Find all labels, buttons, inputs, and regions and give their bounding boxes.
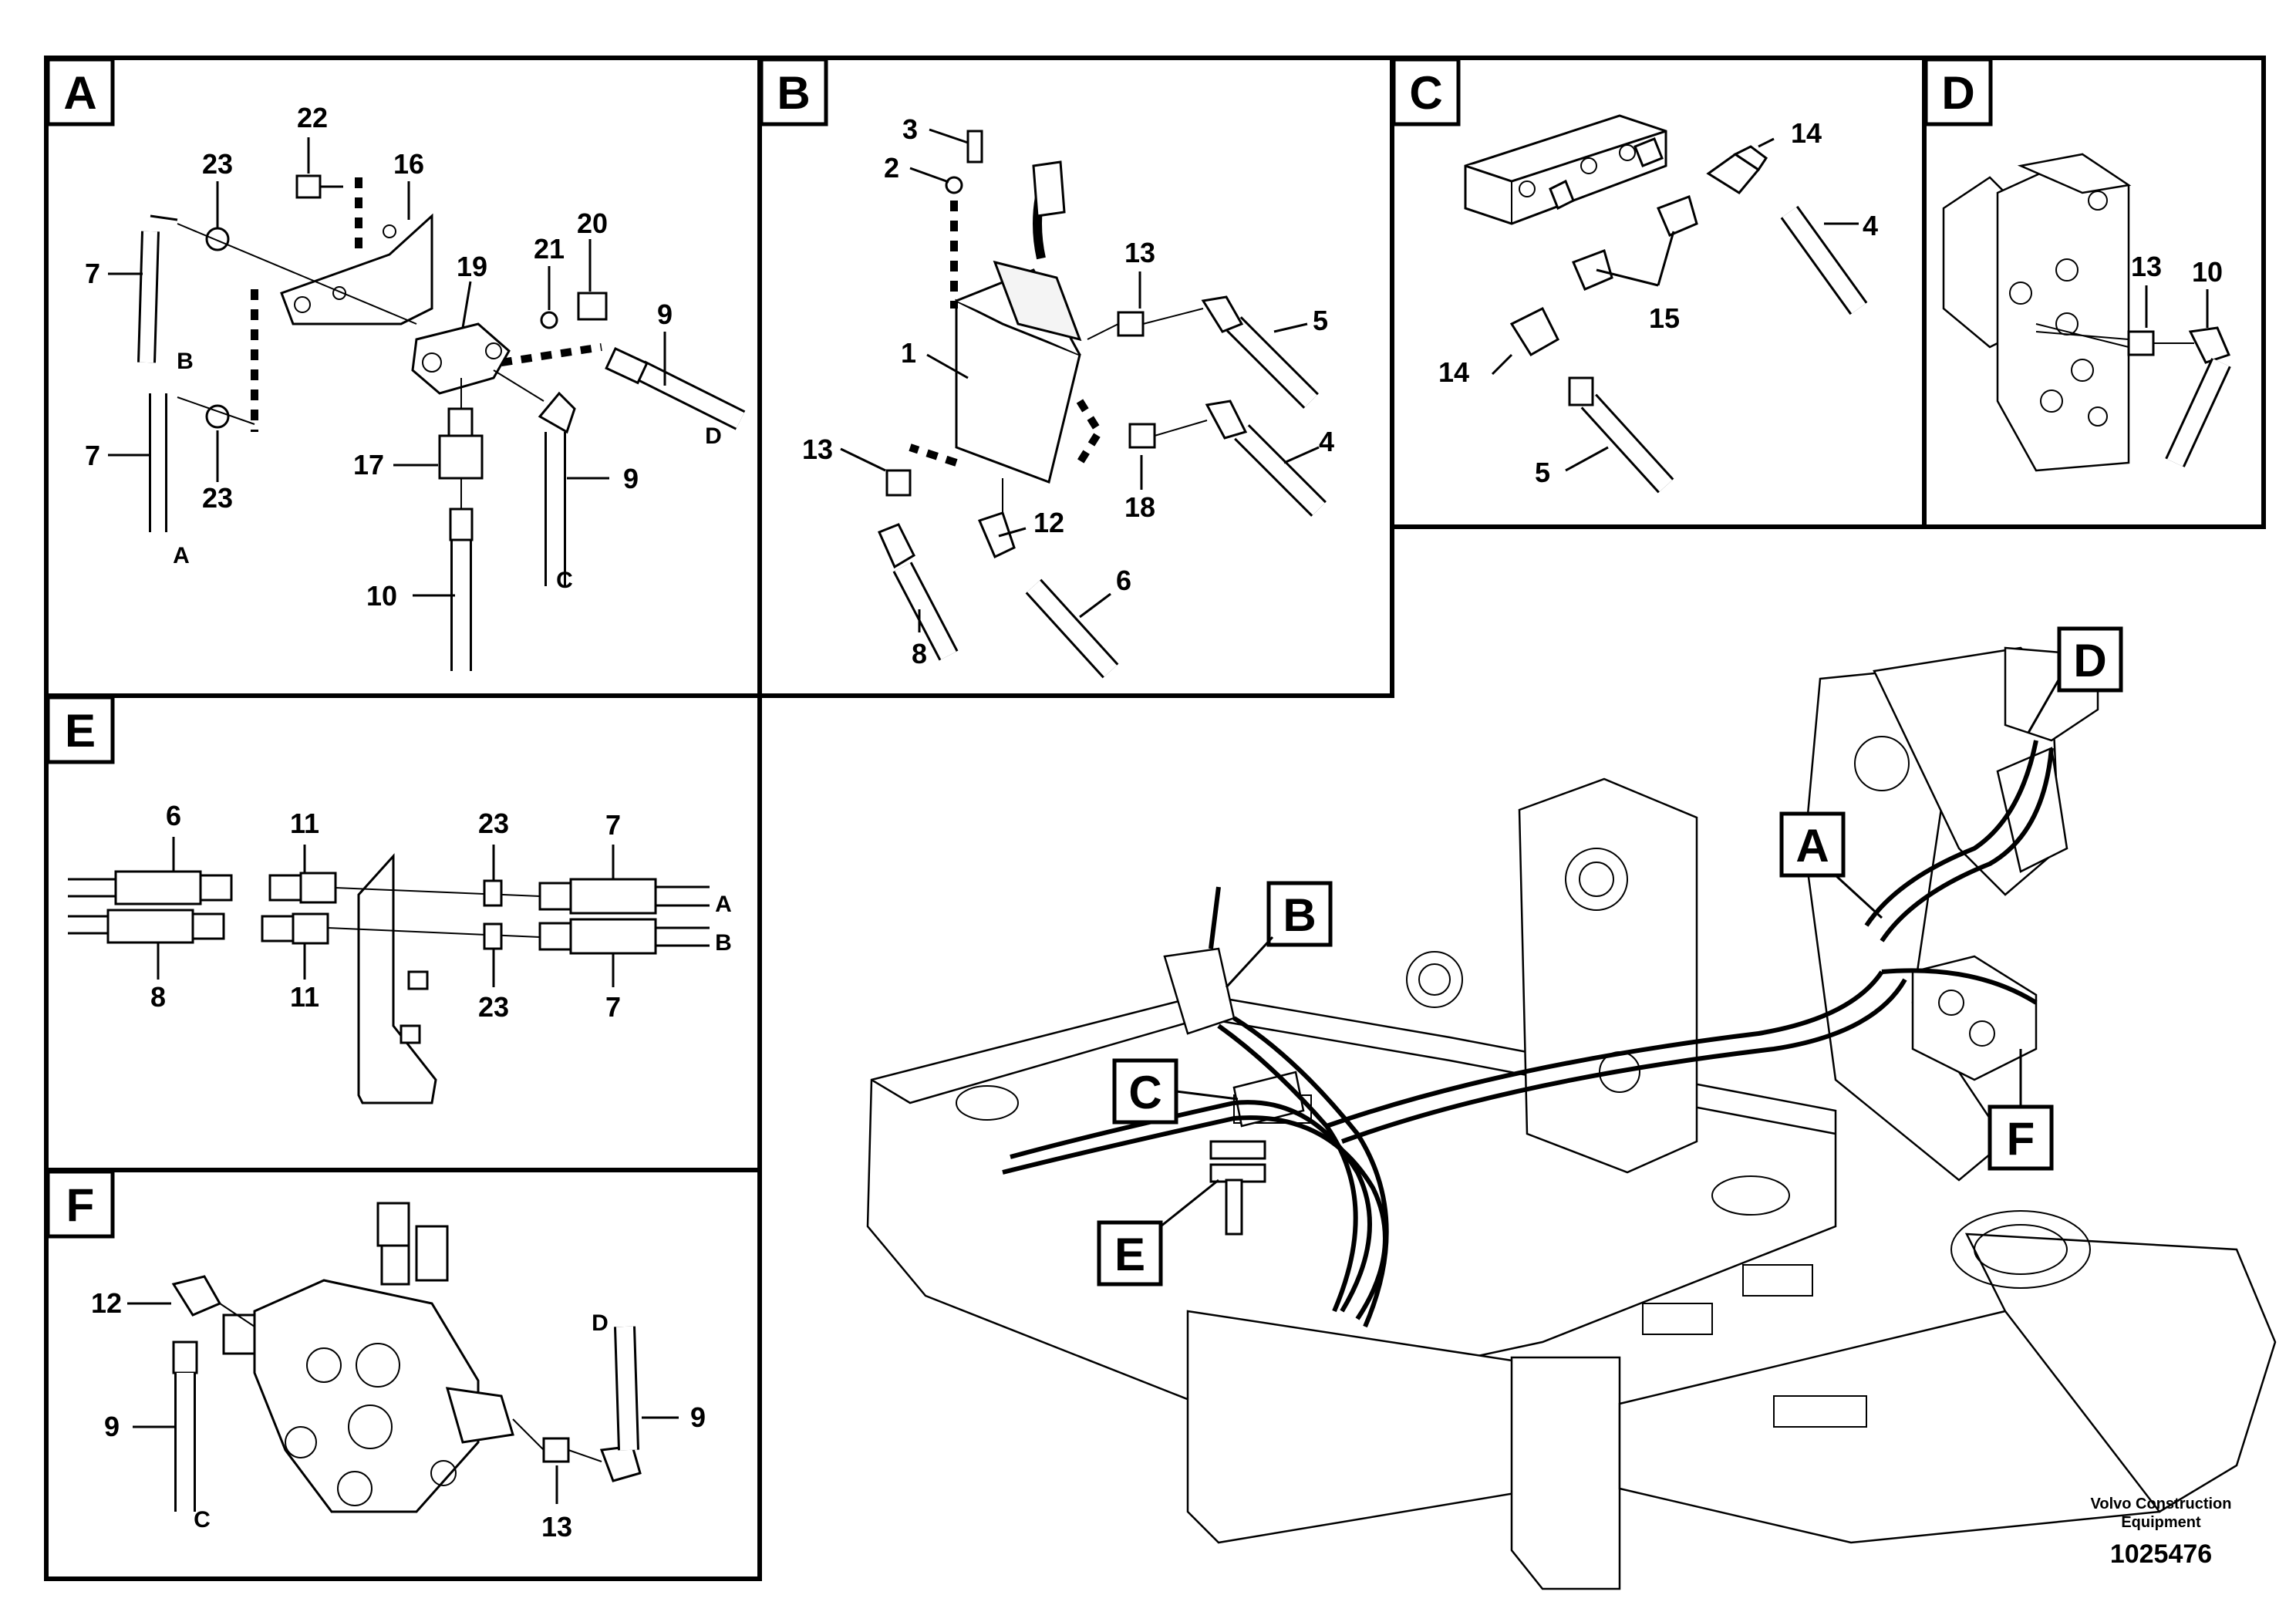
callout-b-4: 4: [1319, 426, 1334, 457]
drawing-number: 1025476: [2110, 1539, 2212, 1569]
callout-d-13: 13: [2131, 251, 2162, 282]
callout-c-14-left: 14: [1438, 356, 1469, 388]
callout-e-8: 8: [150, 981, 166, 1013]
callout-b-2: 2: [884, 152, 899, 184]
callout-a-7-lower: 7: [85, 440, 100, 471]
callout-b-18: 18: [1124, 491, 1155, 523]
brand-line-1: Volvo Construction: [2091, 1496, 2232, 1512]
callout-e-23-top: 23: [478, 808, 509, 839]
callout-e-23-bottom: 23: [478, 991, 509, 1023]
callout-a-22: 22: [297, 102, 328, 133]
overview-callout-f: F: [2007, 1113, 2035, 1165]
end-e-b: B: [715, 930, 732, 956]
panel-f: F 12 9 9 13 C D: [46, 1169, 706, 1543]
callout-a-9-top: 9: [657, 298, 673, 330]
callout-f-9-left: 9: [104, 1411, 120, 1442]
callout-a-23-lower: 23: [202, 482, 233, 514]
overview-callout-c: C: [1128, 1067, 1161, 1118]
end-a-a: A: [173, 543, 190, 568]
panel-a-letter: A: [63, 67, 96, 119]
end-a-d: D: [705, 423, 722, 449]
callout-a-23: 23: [202, 148, 233, 180]
panel-c-letter: C: [1409, 67, 1442, 119]
callout-f-13: 13: [541, 1511, 572, 1543]
callout-c-15: 15: [1649, 302, 1680, 334]
callout-f-12: 12: [91, 1287, 122, 1319]
overview-callout-b: B: [1283, 889, 1316, 941]
callout-b-13-top: 13: [1124, 237, 1155, 268]
panel-b: B 3 2: [759, 57, 1334, 679]
callout-a-19: 19: [457, 251, 487, 282]
end-a-c: C: [556, 568, 573, 593]
panel-f-letter: F: [66, 1179, 95, 1231]
callout-e-7-bottom: 7: [605, 991, 621, 1023]
callout-c-4: 4: [1863, 210, 1878, 241]
panel-a: A: [46, 57, 746, 671]
callout-e-7-top: 7: [605, 809, 621, 841]
brand-line-2: Equipment: [2121, 1514, 2201, 1531]
panel-d-frame: [1922, 56, 2266, 529]
end-a-b: B: [177, 349, 194, 374]
overview-callout-a: A: [1795, 820, 1829, 872]
machine-overview: D A B C F E: [866, 626, 2277, 1590]
end-e-a: A: [715, 892, 732, 917]
callout-d-10: 10: [2192, 256, 2223, 288]
callout-e-11-top: 11: [290, 808, 319, 839]
panel-f-frame: [44, 1168, 762, 1581]
end-f-c: C: [194, 1507, 211, 1533]
callout-b-5: 5: [1313, 305, 1328, 336]
callout-b-1: 1: [901, 337, 916, 369]
overview-callout-e: E: [1114, 1229, 1145, 1280]
callout-b-13-left: 13: [802, 433, 833, 465]
callout-b-12: 12: [1033, 507, 1064, 538]
callout-a-7-upper: 7: [85, 258, 100, 289]
callout-b-3: 3: [902, 113, 918, 145]
callout-f-9-right: 9: [690, 1401, 706, 1433]
overview-callout-d: D: [2073, 635, 2106, 686]
panel-e: E 6 11 23 7: [46, 695, 732, 1104]
callout-e-11-bottom: 11: [290, 981, 319, 1013]
callout-a-17: 17: [353, 449, 384, 481]
panel-d-letter: D: [1941, 67, 1974, 119]
callout-b-6: 6: [1116, 565, 1131, 596]
footer: Volvo Construction Equipment 1025476: [2091, 1496, 2232, 1569]
callout-a-21: 21: [534, 233, 565, 265]
callout-a-10: 10: [366, 580, 397, 612]
callout-a-9-right: 9: [623, 463, 639, 494]
callout-c-5: 5: [1535, 457, 1550, 488]
callout-a-20: 20: [577, 207, 608, 239]
callout-c-14-top: 14: [1791, 117, 1822, 149]
end-f-d: D: [592, 1310, 609, 1336]
panel-d: D 13 10: [1923, 57, 2231, 472]
callout-b-8: 8: [912, 638, 927, 669]
panel-c: C 14 4 15 14 5: [1391, 57, 1878, 494]
panel-e-letter: E: [65, 705, 96, 757]
callout-a-16: 16: [393, 148, 424, 180]
panel-b-letter: B: [777, 67, 810, 119]
callout-e-6: 6: [166, 800, 181, 831]
